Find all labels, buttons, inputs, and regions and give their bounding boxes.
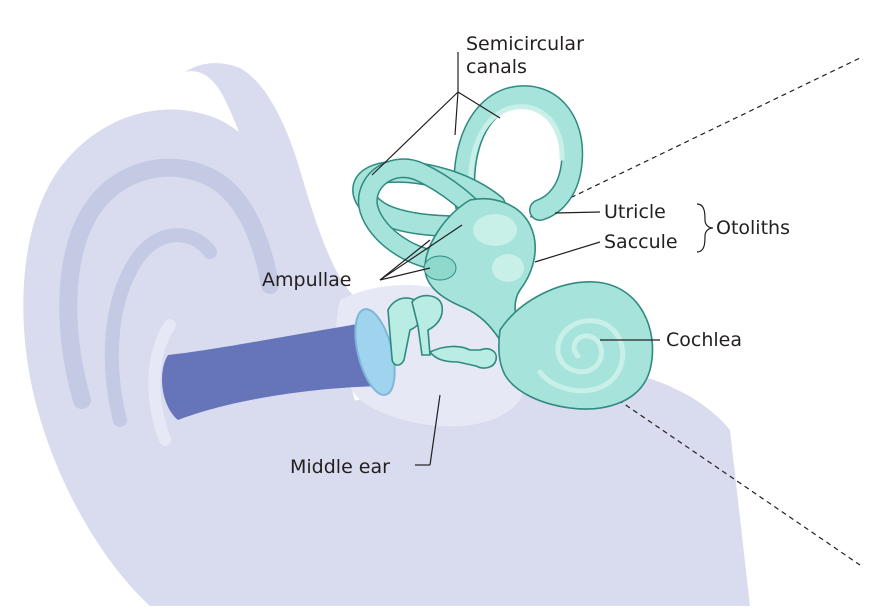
skull-contour (185, 63, 360, 346)
ossicles (387, 294, 498, 369)
label-saccule: Saccule (604, 231, 678, 253)
label-semicircular-line1: Semicircular (466, 33, 584, 55)
label-ampullae: Ampullae (262, 269, 352, 291)
saccule-shape (492, 254, 524, 282)
pinna-ridge (148, 319, 176, 446)
ampulla-shape (423, 255, 457, 281)
cochlea-spiral (537, 318, 626, 394)
utricle-shape (473, 214, 517, 246)
pinna-fold-outer (59, 158, 279, 409)
zoom-line-lower (424, 267, 861, 566)
pinna-fold-inner (104, 228, 217, 427)
label-cochlea: Cochlea (666, 329, 742, 351)
label-middle-ear: Middle ear (290, 456, 390, 478)
ear-canal (162, 322, 382, 420)
label-utricle: Utricle (604, 201, 666, 223)
label-semicircular-line2: canals (466, 56, 527, 78)
label-otoliths: Otoliths (716, 217, 790, 239)
inner-ear (352, 85, 654, 410)
leader-lines (371, 52, 714, 466)
lower-head (250, 365, 750, 606)
